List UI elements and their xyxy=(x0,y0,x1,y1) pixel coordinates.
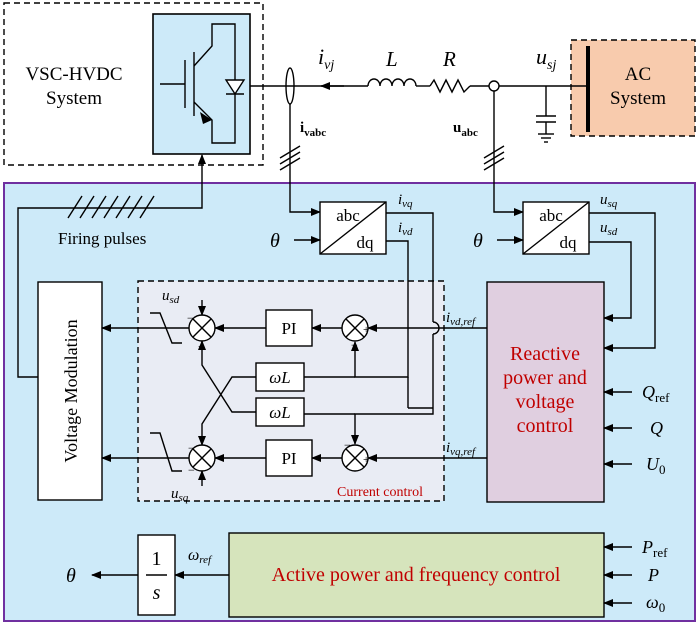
firing-pulse-marks xyxy=(67,195,155,219)
sign-minus-q-output: − xyxy=(188,441,195,455)
omega-l-top-label: ωL xyxy=(269,368,290,387)
label-Pref: Pref xyxy=(641,537,668,560)
ac-system-label-line1: AC xyxy=(625,64,651,85)
pi-bottom-label: PI xyxy=(281,449,296,468)
ac-system-label-line2: System xyxy=(610,88,666,109)
label-firing-pulses: Firing pulses xyxy=(58,229,146,248)
reactive-label-line4: control xyxy=(517,415,574,437)
vsc-hvdc-label-line1: VSC-HVDC xyxy=(25,64,122,85)
label-ivd: ivd xyxy=(398,220,413,238)
reactive-label-line3: voltage xyxy=(516,391,575,413)
resistor-R-icon xyxy=(429,78,471,94)
sign-plus-d-error: + xyxy=(363,324,369,336)
three-phase-mark-current xyxy=(279,145,301,171)
omega-l-bottom-label: ωL xyxy=(269,403,290,422)
label-ivj: ivj xyxy=(318,44,334,73)
label-L: L xyxy=(385,47,398,71)
label-ivabc: ivabc xyxy=(300,120,326,139)
limiter-bottom-icon xyxy=(150,432,182,472)
pi-top-label: PI xyxy=(281,319,296,338)
label-ivq: ivq xyxy=(398,192,413,210)
label-ivq-ref: ivq,ref xyxy=(446,440,477,458)
voltage-sensor-icon xyxy=(488,80,500,92)
label-usq-cc: usq xyxy=(171,486,189,504)
label-usd-cc: usd xyxy=(162,288,180,306)
label-omega-ref: ωref xyxy=(188,547,213,566)
current-control-label: Current control xyxy=(337,485,423,500)
ac-system-box xyxy=(570,39,696,137)
label-ivd-ref: ivd,ref xyxy=(446,310,477,328)
sign-minus-q-error: − xyxy=(344,438,351,452)
integrator-numerator: 1 xyxy=(152,548,162,570)
label-uabc: uabc xyxy=(453,120,478,139)
integrator-denominator: s xyxy=(153,582,161,604)
label-Qref: Qref xyxy=(642,382,670,405)
sign-plus-q-error: + xyxy=(363,454,369,466)
label-usj: usj xyxy=(536,44,556,73)
label-usq-top: usq xyxy=(600,192,618,210)
reactive-label-line2: power and xyxy=(503,367,587,389)
label-P: P xyxy=(647,565,659,585)
three-phase-mark-voltage xyxy=(483,145,505,171)
voltage-modulation-block xyxy=(37,281,103,501)
dq-right-label: dq xyxy=(560,233,578,252)
label-theta-out: θ xyxy=(66,565,76,587)
igbt-converter-icon xyxy=(152,13,251,155)
reactive-label-line1: Reactive xyxy=(510,343,580,365)
capacitor-ground-icon xyxy=(536,86,556,143)
inductor-L-icon xyxy=(367,78,417,87)
dq-left-label: dq xyxy=(357,233,375,252)
sign-minus-q-output-low: − xyxy=(188,463,195,477)
label-Q: Q xyxy=(650,418,663,438)
voltage-modulation-label: Voltage Modulation xyxy=(61,319,81,462)
label-usd-top: usd xyxy=(600,220,618,238)
label-theta-left: θ xyxy=(270,230,280,252)
reactive-power-voltage-control-block xyxy=(486,281,605,503)
label-theta-right: θ xyxy=(473,230,483,252)
active-label: Active power and frequency control xyxy=(272,564,561,586)
vsc-hvdc-label-line2: System xyxy=(46,88,102,109)
label-U0: U0 xyxy=(646,454,666,477)
sign-minus-d-output: − xyxy=(187,311,194,325)
abc-right-label: abc xyxy=(539,206,563,225)
label-omega0: ω0 xyxy=(646,592,665,615)
label-R: R xyxy=(442,47,456,71)
omega-l-decoupling-bottom xyxy=(255,397,305,427)
abc-left-label: abc xyxy=(336,206,360,225)
sign-minus-d-error: − xyxy=(351,338,358,352)
